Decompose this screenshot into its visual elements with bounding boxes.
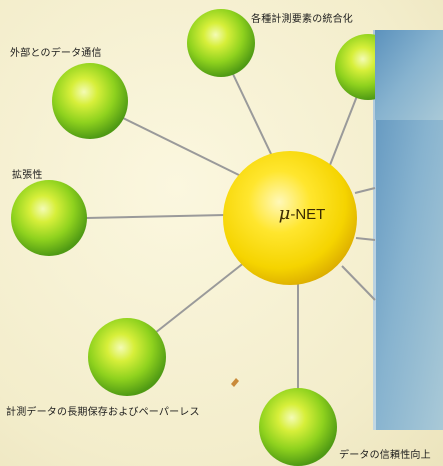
blue-panel-edge [373, 30, 376, 430]
center-label-prefix: μ [278, 203, 291, 224]
node-sphere-communication [52, 63, 128, 139]
node-sphere-integration [187, 9, 255, 77]
connectors [85, 71, 376, 392]
speck [231, 378, 239, 387]
label-integration: 各種計測要素の統合化 [251, 14, 353, 25]
connector-panel-mid1 [354, 187, 376, 194]
blue-panel-overlap [375, 30, 443, 120]
node-sphere-reliability [259, 388, 337, 466]
label-communication: 外部とのデータ通信 [10, 48, 102, 59]
label-expandability: 拡張性 [12, 170, 43, 181]
connector-panel-top [329, 95, 358, 166]
label-storage: 計測データの長期保存およびペーパーレス [6, 407, 200, 418]
center-sphere [223, 151, 357, 285]
connector-communication [122, 117, 246, 179]
connector-storage [154, 257, 251, 334]
connector-panel-mid2 [355, 237, 376, 241]
connector-panel-low [341, 265, 376, 301]
label-reliability: データの信頼性向上 [339, 450, 431, 461]
node-sphere-storage [88, 318, 166, 396]
node-sphere-expandability [11, 180, 87, 256]
center-label: μ-NET [262, 203, 342, 224]
center-label-name: -NET [290, 206, 326, 223]
connector-expandability [85, 214, 226, 219]
